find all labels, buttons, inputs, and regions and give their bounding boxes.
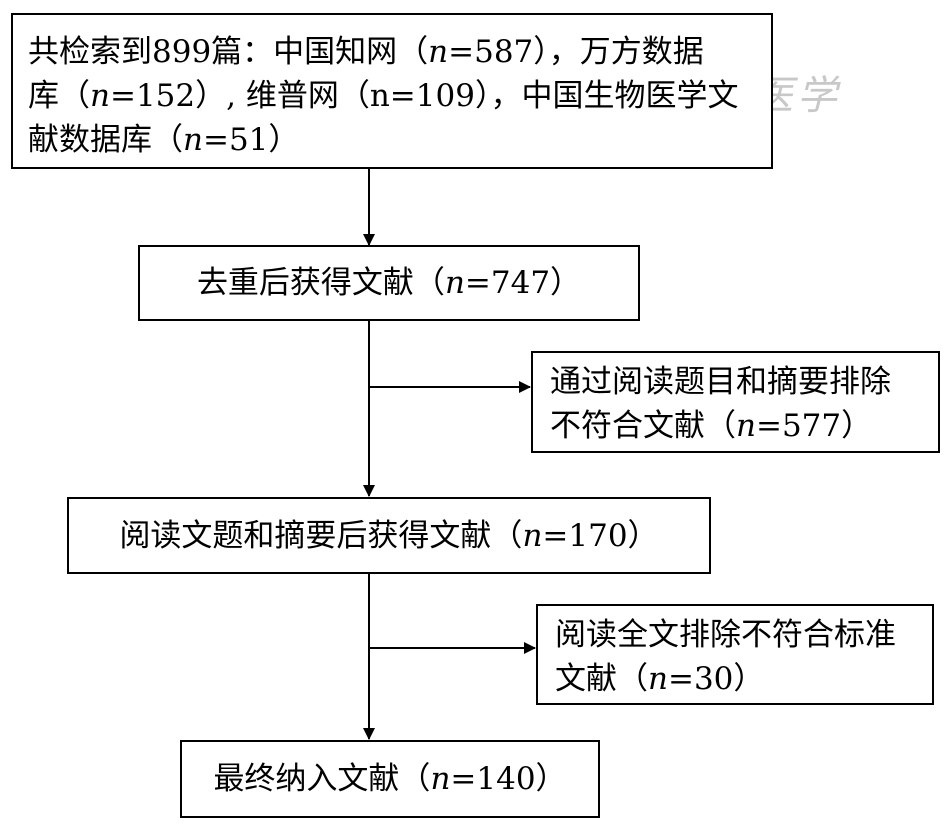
n-symbol: n (444, 265, 465, 301)
search-box-line: 献数据库（n=51） (28, 118, 771, 162)
exclude-fulltext-box-line: 文献（n=30） (555, 657, 932, 701)
box-text: 最终纳入文献（ (213, 761, 431, 797)
box-text: 阅读全文排除不符合标准 (555, 617, 896, 653)
n-symbol: n (648, 661, 668, 697)
n-symbol: n (183, 122, 203, 158)
search-box-line: 库（n=152）, 维普网（n=109），中国生物医学文 (28, 74, 771, 118)
deduplicated-box: 去重后获得文献（n=747） (138, 245, 640, 321)
box-text: =170） (542, 518, 659, 554)
box-text: =30） (667, 661, 765, 697)
box-text: 共检索到899篇：中国知网（ (28, 34, 429, 70)
n-symbol: n (736, 408, 756, 444)
excluded-title-abstract-box: 通过阅读题目和摘要排除不符合文献（n=577） (531, 351, 940, 453)
n-symbol: n (428, 34, 449, 70)
final-box-line: 最终纳入文献（n=140） (182, 757, 598, 801)
box-text: =747） (464, 265, 582, 301)
box-text: =51） (202, 122, 300, 158)
box-text: 库（ (28, 78, 90, 114)
dedup-box-line: 去重后获得文献（n=747） (140, 261, 638, 305)
search-box-line: 共检索到899篇：中国知网（n=587），万方数据 (28, 30, 771, 74)
box-text: =109），中国生物医学文 (389, 78, 739, 114)
exclude-title-box-line: 不符合文献（n=577） (550, 404, 938, 448)
box-text: n (369, 78, 390, 114)
exclude-title-box-line: 通过阅读题目和摘要排除 (550, 360, 938, 404)
box-text: 献数据库（ (28, 122, 183, 158)
n-symbol: n (430, 761, 451, 797)
screened-articles-box: 阅读文题和摘要后获得文献（n=170） (67, 497, 711, 574)
screened-box-line: 阅读文题和摘要后获得文献（n=170） (69, 514, 709, 558)
box-text: 阅读文题和摘要后获得文献（ (119, 518, 523, 554)
n-symbol: n (90, 78, 110, 114)
n-symbol: n (522, 518, 543, 554)
excluded-fulltext-box: 阅读全文排除不符合标准文献（n=30） (536, 604, 934, 705)
box-text: 通过阅读题目和摘要排除 (550, 364, 891, 400)
final-included-box: 最终纳入文献（n=140） (180, 740, 600, 818)
box-text: 去重后获得文献（ (196, 265, 445, 301)
exclude-fulltext-box-line: 阅读全文排除不符合标准 (555, 613, 932, 657)
box-text: =152）, 维普网（ (109, 78, 370, 114)
search-results-box: 共检索到899篇：中国知网（n=587），万方数据库（n=152）, 维普网（n… (11, 13, 773, 169)
box-text: =140） (450, 761, 567, 797)
box-text: =587），万方数据 (448, 34, 704, 70)
box-text: 不符合文献（ (550, 408, 736, 444)
box-text: =577） (755, 408, 873, 444)
box-text: 文献（ (555, 661, 648, 697)
